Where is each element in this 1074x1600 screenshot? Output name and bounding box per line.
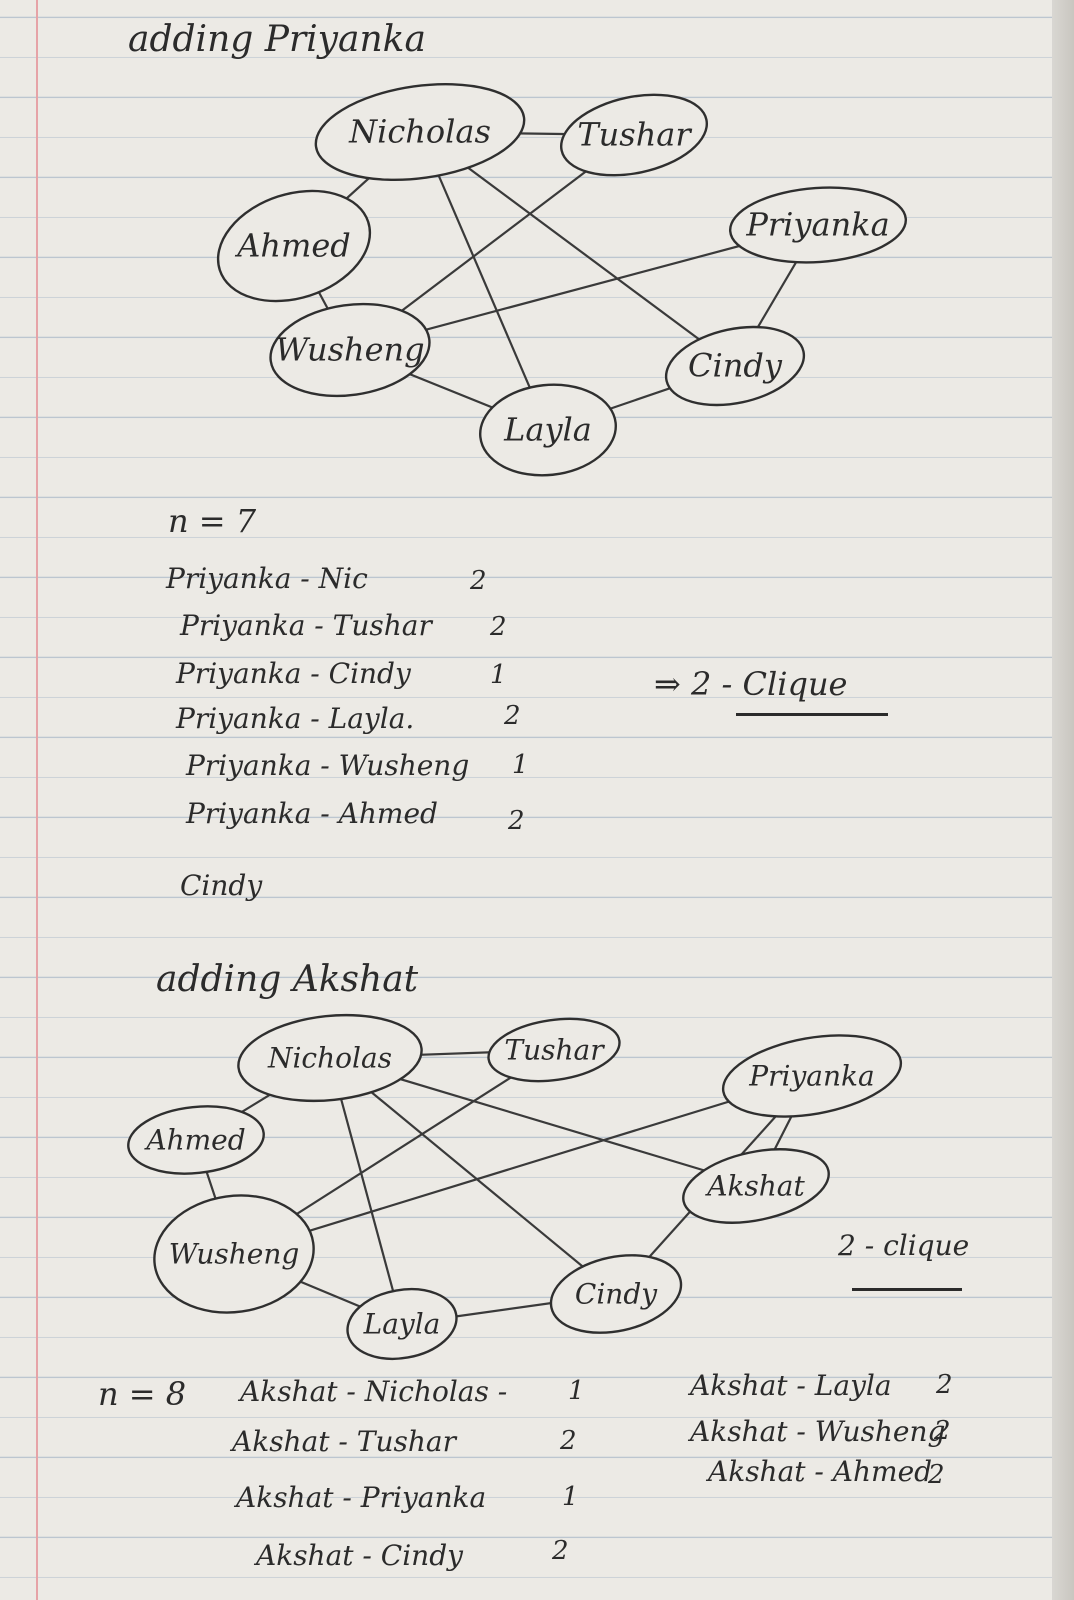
section1-pair-value: 2 [504,701,521,731]
notebook-spine [1052,0,1074,1600]
section2-pair-label: Akshat - Cindy [256,1539,463,1572]
section1-pair-label: Priyanka - Wusheng [186,749,470,782]
section1-pair-value: 2 [508,806,525,836]
graph-node-ellipse [728,186,908,264]
graph-node-ellipse [216,189,372,303]
graph-node-ellipse [721,1034,903,1118]
section1-title: adding Priyanka [128,19,426,60]
section2-pair-label: Akshat - Tushar [232,1425,456,1458]
graph-node-label: Ahmed [234,227,350,265]
section1-pair-label: Priyanka - Layla. [176,702,415,735]
graph-node-label: Layla [363,1308,441,1341]
section2-pair-value: 2 [936,1370,953,1400]
graph-node: Tushar [559,93,709,177]
graph-node-ellipse [237,1013,423,1103]
graph-node-label: Tushar [504,1034,605,1067]
graph-node: Cindy [664,325,806,407]
graph-edge [615,1075,813,1295]
graph-edge [329,1057,617,1295]
graph-node-ellipse [269,302,431,398]
graph-node: Ahmed [127,1105,265,1175]
graph-node-label: Ahmed [143,1124,245,1157]
graph-node: Wusheng [269,302,431,398]
graph-edge [329,1056,757,1188]
graph-node-label: Cindy [688,347,783,385]
graph-node-ellipse [549,1254,683,1334]
graph-node-label: Cindy [575,1278,658,1311]
section2-pair-value: 1 [562,1482,579,1512]
graph-node-label: Layla [503,411,592,449]
section1-n-label: n = 7 [168,502,257,540]
graph-edge [418,131,550,431]
section2-pair-label: Akshat - Ahmed [708,1455,933,1488]
section1-pair-label: Priyanka - Cindy [176,657,411,690]
section1-result: ⇒ 2 - Clique [654,665,848,703]
section2-n-label: n = 8 [98,1375,187,1413]
graph-node-ellipse [479,383,617,477]
section1-result-underline [736,713,888,716]
graph-edge [194,1139,236,1255]
graph-node: Layla [346,1287,458,1361]
graph-node-label: Nicholas [267,1042,392,1075]
graph-node: Akshat [682,1148,830,1224]
graph-node: Nicholas [314,82,526,182]
graph-node-ellipse [314,82,526,182]
graph-node: Ahmed [216,189,372,303]
graph-node-label: Wusheng [169,1238,300,1271]
graph-node: Cindy [549,1254,683,1334]
section2-pair-value: 2 [934,1416,951,1446]
graph-node-label: Akshat [704,1170,805,1203]
graph-edge [328,1057,404,1325]
graph-edge [195,1057,331,1141]
graph-edge [233,1252,403,1326]
graph-node: Priyanka [728,186,908,264]
graph-node-ellipse [559,93,709,177]
section1-pair-value: 2 [470,566,487,596]
section2-title: adding Akshat [156,959,419,1000]
graph-edge [401,1292,617,1326]
graph-node-label: Priyanka [745,206,889,244]
graph-node-ellipse [153,1194,315,1314]
graph-node-ellipse [346,1287,458,1361]
section2-pair-label: Akshat - Nicholas - [240,1375,508,1408]
graph-node-ellipse [682,1148,830,1224]
section1-pair-value: 2 [490,612,507,642]
graph-node: Nicholas [237,1013,423,1103]
section1-pair-label: Priyanka - Tushar [180,609,432,642]
graph-edge [233,1049,555,1255]
graph-node-ellipse [664,325,806,407]
graph-node-ellipse [487,1017,621,1083]
graph-node-label: Nicholas [348,113,491,151]
section1-note: Cindy [180,869,263,902]
section2-pair-label: Akshat - Layla [690,1369,892,1402]
section2-result-underline [852,1288,962,1291]
section2-pair-label: Akshat - Wusheng [690,1415,946,1448]
graph-edge [755,1075,813,1187]
section1-pair-value: 1 [490,660,507,690]
graph-edge [329,1048,555,1060]
section2-pair-label: Akshat - Priyanka [236,1481,487,1514]
section2-pair-value: 1 [568,1376,585,1406]
graph-node: Priyanka [721,1034,903,1118]
graph-node-label: Tushar [577,116,692,154]
section1-pair-label: Priyanka - Nic [166,562,368,595]
section2-pair-value: 2 [552,1536,569,1566]
graph-node-label: Priyanka [748,1060,874,1093]
graph-edge [419,131,736,367]
section2-pair-value: 2 [560,1426,577,1456]
section2-pair-value: 2 [928,1460,945,1490]
graph-node-ellipse [127,1105,265,1175]
graph-edge [233,1074,813,1256]
section1-pair-label: Priyanka - Ahmed [186,797,438,830]
graph-node: Layla [479,383,617,477]
section2-result: 2 - clique [838,1229,970,1262]
section1-pair-value: 1 [512,750,529,780]
graph-node-label: Wusheng [275,331,424,369]
margin-line [36,0,38,1600]
graph-node: Tushar [487,1017,621,1083]
graph-node: Wusheng [153,1194,315,1314]
